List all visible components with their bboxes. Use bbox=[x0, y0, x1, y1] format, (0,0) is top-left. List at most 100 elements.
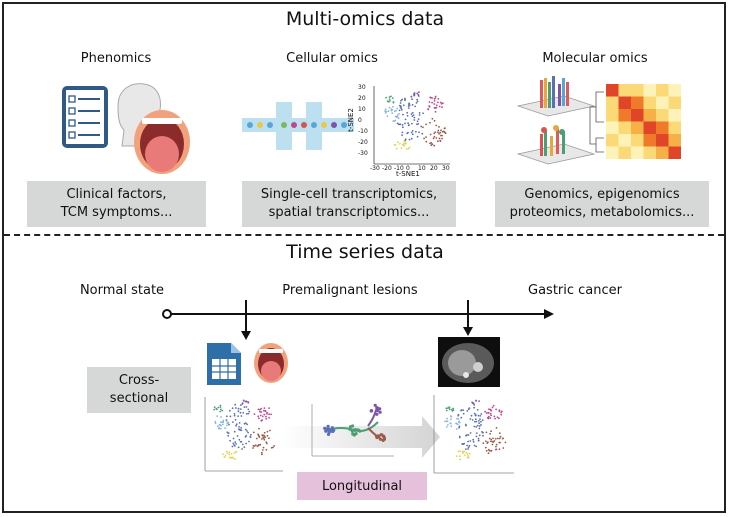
scatter-point bbox=[407, 147, 410, 150]
scatter-point bbox=[490, 438, 493, 441]
scatter-point bbox=[490, 430, 492, 433]
scatter-point bbox=[245, 442, 247, 445]
scatter-point bbox=[435, 104, 438, 107]
scatter-point bbox=[385, 110, 388, 113]
scatter-point bbox=[502, 447, 505, 449]
scatter-point bbox=[485, 412, 488, 414]
scatter-point bbox=[467, 408, 470, 411]
scatter-point bbox=[463, 442, 466, 445]
scatter-point bbox=[247, 408, 250, 411]
scatter-point bbox=[433, 119, 436, 122]
scatter-point bbox=[234, 418, 237, 421]
scatter-point bbox=[245, 406, 248, 408]
scatter-point bbox=[378, 410, 382, 414]
scatter-point bbox=[253, 413, 256, 415]
scatter-point bbox=[490, 449, 493, 452]
scatter-point bbox=[404, 99, 406, 102]
scatter-point bbox=[427, 108, 429, 110]
scatter-point bbox=[405, 148, 408, 150]
scatter-point bbox=[228, 423, 230, 426]
scatter-point bbox=[220, 416, 222, 418]
scatter-point bbox=[219, 410, 221, 413]
scatter-point bbox=[485, 431, 488, 434]
scatter-point bbox=[384, 110, 386, 112]
scatter-point bbox=[214, 422, 217, 425]
scatter-point bbox=[401, 134, 403, 136]
scatter-point bbox=[247, 431, 249, 434]
heatmap-cell bbox=[656, 121, 669, 134]
scatter-point bbox=[247, 412, 250, 415]
scatter-point bbox=[455, 422, 458, 425]
scatter-point bbox=[246, 423, 248, 426]
scatter-point bbox=[487, 412, 490, 414]
heatmap-cell bbox=[643, 134, 656, 147]
scatter-point bbox=[232, 442, 235, 445]
scatter-point bbox=[439, 131, 442, 134]
scatter-point bbox=[392, 120, 395, 122]
scatter-point bbox=[489, 432, 491, 435]
scatter-point bbox=[493, 415, 496, 418]
scatter-point bbox=[407, 105, 410, 107]
scatter-point bbox=[374, 434, 379, 438]
tsne-ytick: 20 bbox=[358, 95, 366, 102]
scatter-point bbox=[248, 440, 250, 443]
scatter-point bbox=[257, 408, 260, 411]
heatmap-cell bbox=[631, 84, 644, 97]
scatter-point bbox=[222, 423, 224, 426]
scatter-point bbox=[486, 416, 489, 419]
scatter-point bbox=[432, 137, 435, 140]
scatter-point bbox=[375, 409, 379, 413]
scatter-point bbox=[223, 456, 226, 459]
scatter-point bbox=[394, 144, 397, 146]
molecular-omics-box-line-1: Genomics, epigenomics bbox=[524, 187, 680, 202]
scatter-point bbox=[416, 135, 419, 138]
tsne-xtick: -20 bbox=[382, 165, 392, 172]
scatter-point bbox=[410, 113, 413, 115]
scatter-point bbox=[435, 124, 438, 127]
scatter-point bbox=[482, 434, 484, 437]
scatter-point bbox=[224, 455, 227, 457]
scatter-point bbox=[220, 408, 222, 411]
tsne-xtick: -10 bbox=[394, 165, 404, 172]
scatter-point bbox=[448, 408, 451, 411]
scatter-point bbox=[252, 431, 255, 434]
scatter-point bbox=[457, 418, 460, 420]
scatter-point bbox=[263, 407, 266, 409]
scatter-point bbox=[260, 411, 263, 413]
scatter-point bbox=[214, 420, 217, 423]
scatter-point bbox=[408, 146, 411, 149]
scatter-point bbox=[438, 133, 440, 135]
scatter-point bbox=[265, 415, 267, 418]
scatter-point bbox=[431, 143, 434, 146]
scatter-point bbox=[258, 427, 260, 430]
scatter-point bbox=[431, 97, 433, 99]
scatter-point bbox=[396, 114, 399, 116]
scatter-point bbox=[391, 97, 394, 99]
scatter-point bbox=[455, 428, 458, 430]
scatter-point bbox=[237, 410, 240, 413]
ct-scan-image bbox=[438, 337, 500, 387]
heatmap-dendrogram bbox=[589, 91, 604, 153]
tsne-ytick: 10 bbox=[358, 106, 366, 113]
scatter-point bbox=[498, 437, 501, 440]
scatter-point bbox=[373, 403, 377, 407]
scatter-point bbox=[222, 419, 225, 422]
scatter-point bbox=[413, 119, 416, 121]
cross-sectional-line-1: Cross- bbox=[118, 373, 160, 388]
scatter-point bbox=[467, 456, 470, 459]
tsne-scatter-plot bbox=[373, 86, 450, 165]
scatter-point bbox=[472, 402, 475, 404]
scatter-point bbox=[465, 448, 467, 450]
heatmap-cell bbox=[643, 109, 656, 122]
scatter-point bbox=[495, 427, 498, 429]
scatter-point bbox=[404, 122, 406, 125]
heatmap-cell bbox=[668, 134, 681, 147]
scatter-point bbox=[270, 413, 272, 416]
scatter-point bbox=[466, 452, 469, 455]
scatter-point bbox=[257, 434, 260, 437]
scatter-point bbox=[492, 404, 495, 407]
scatter-point bbox=[474, 420, 476, 423]
scatter-point bbox=[498, 410, 501, 413]
scatter-point bbox=[397, 117, 400, 120]
